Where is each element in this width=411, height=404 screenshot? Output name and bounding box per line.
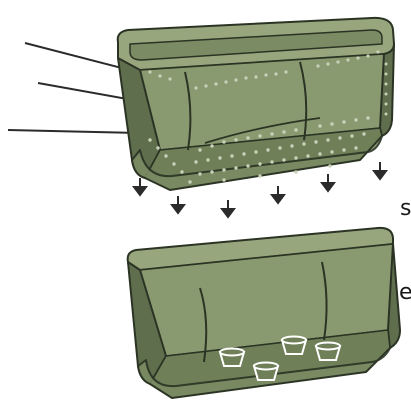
perforated-container-right-wall [379,43,395,137]
spacer-foot-4 [314,341,342,361]
solid-container-seam-right [321,261,328,341]
perforated-container-front-wall [131,135,383,191]
spacer-feet [218,335,342,381]
perforated-container-seam-left [184,71,192,151]
edge-label-lower: e [399,282,411,304]
drain-arrow-6 [372,162,388,181]
perforated-container-seam-diagonal [204,117,321,144]
solid-container-seam-left [199,287,208,363]
drainage-arrows [132,162,388,219]
perforated-container [116,16,395,191]
spacer-foot-3 [280,335,308,355]
drain-arrow-1 [132,178,148,197]
drain-arrow-3 [220,200,236,219]
solid-container-front-wall [137,347,391,399]
perforation-holes [148,50,388,184]
spacer-foot-1 [218,347,246,367]
spacer-foot-2 [252,361,280,381]
drain-arrow-4 [270,186,286,205]
drain-arrow-5 [320,174,336,193]
drain-arrow-2 [170,196,186,215]
perforated-container-rim-inner [129,29,383,61]
edge-label-upper: s [400,198,411,220]
perforated-container-seam-right [299,61,308,141]
